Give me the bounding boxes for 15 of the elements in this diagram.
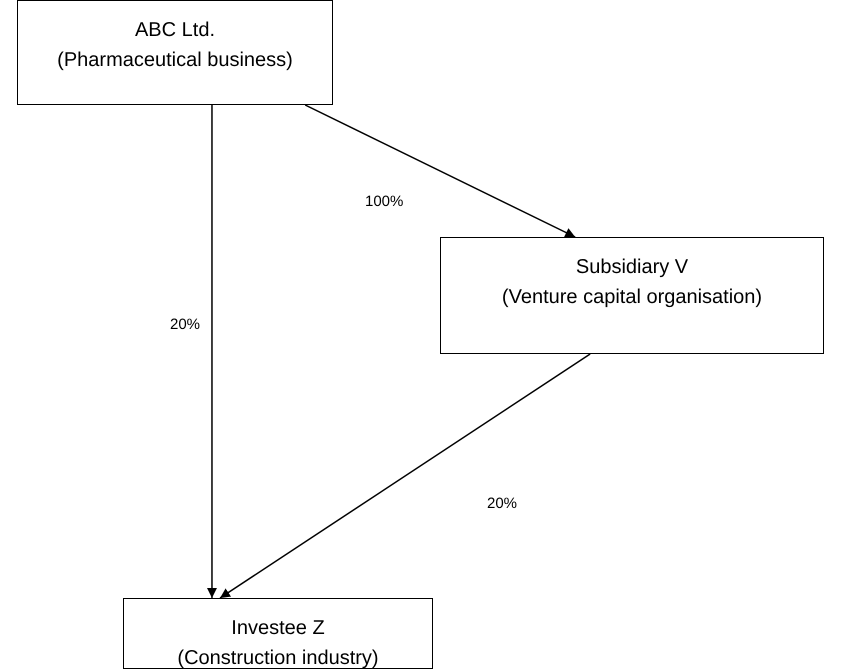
investee-box (123, 598, 433, 669)
arrow (206, 105, 217, 598)
entity-name: Investee Z (231, 616, 325, 641)
subsidiary-box (440, 237, 824, 354)
entity-name: ABC Ltd. (134, 18, 216, 43)
arrow (304, 104, 576, 238)
arrow (220, 353, 591, 599)
entity-description: (Pharmaceutical business) (57, 48, 293, 73)
company-box (17, 0, 333, 105)
edge-label: 100% (365, 193, 404, 210)
entity-name: Subsidiary V (576, 255, 688, 280)
entity-description: (Venture capital organisation) (502, 285, 762, 310)
edge-label: 20% (170, 316, 200, 333)
edge-label: 20% (487, 495, 518, 512)
entity-description: (Construction industry) (177, 646, 379, 669)
